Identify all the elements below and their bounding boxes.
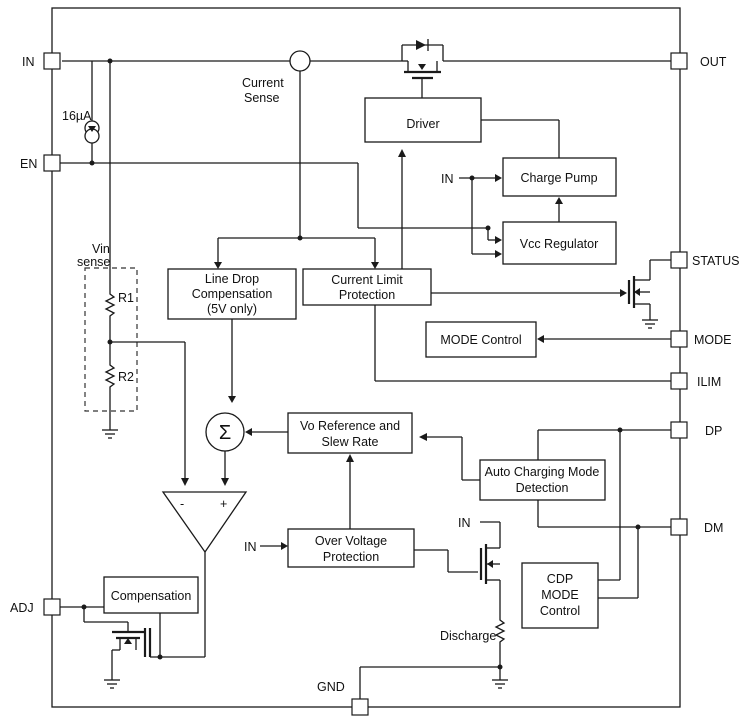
charge-pump-label: Charge Pump	[520, 171, 597, 185]
vin-sense-box	[84, 267, 138, 412]
discharge-mosfet	[479, 521, 501, 615]
error-amplifier	[161, 491, 248, 554]
pin-label-status: STATUS	[692, 254, 739, 268]
pin-dm	[670, 518, 688, 536]
cdp-label-1: CDP	[547, 572, 573, 586]
pin-dp	[670, 421, 688, 439]
pin-adj	[43, 598, 61, 616]
r2-label: R2	[118, 370, 134, 384]
driver-label: Driver	[406, 117, 439, 131]
ovp-label-2: Protection	[323, 550, 379, 564]
resistor-r2	[104, 342, 116, 430]
over-voltage-block	[287, 528, 415, 568]
sum-symbol: Σ	[219, 422, 231, 444]
vcc-regulator-label: Vcc Regulator	[520, 237, 599, 251]
r1-label: R1	[118, 291, 134, 305]
pin-mode	[670, 330, 688, 348]
current-limit-block	[302, 268, 432, 306]
cdp-mode-control-block	[521, 562, 599, 629]
pin-label-adj: ADJ	[10, 601, 34, 615]
amp-plus-label: +	[220, 497, 227, 511]
vin-sense-label-1: Vin	[92, 242, 110, 256]
pin-label-en: EN	[20, 157, 37, 171]
pin-gnd	[351, 698, 369, 716]
pin-en	[43, 154, 61, 172]
pin-out	[670, 52, 688, 70]
status-mosfet	[627, 259, 671, 329]
current-sense-label-1: Current	[242, 76, 284, 90]
driver-block	[364, 97, 482, 143]
current-limit-label-1: Current Limit	[331, 273, 403, 287]
auto-charging-label-1: Auto Charging Mode	[485, 465, 600, 479]
power-mosfet	[401, 39, 444, 98]
line-drop-label-3: (5V only)	[207, 302, 257, 316]
cdp-label-2: MODE	[541, 588, 579, 602]
cdp-label-3: Control	[540, 604, 580, 618]
vo-reference-block	[287, 412, 413, 454]
ovp-in-label: IN	[244, 540, 257, 554]
resistor-r1	[104, 290, 116, 342]
pin-label-in: IN	[22, 55, 35, 69]
current-sense-circle	[289, 50, 311, 72]
current-limit-label-2: Protection	[339, 288, 395, 302]
vo-ref-label-1: Vo Reference and	[300, 419, 400, 433]
adj-mosfet	[111, 630, 144, 680]
pin-label-gnd: GND	[317, 680, 345, 694]
vin-sense-label-2: sense	[77, 255, 110, 269]
charge-pump-in-label: IN	[441, 172, 454, 186]
pin-status	[670, 251, 688, 269]
pin-label-mode: MODE	[694, 333, 732, 347]
ovp-label-1: Over Voltage	[315, 534, 387, 548]
pin-label-ilim: ILIM	[697, 375, 721, 389]
charge-pump-block	[502, 157, 617, 197]
pin-ilim	[670, 372, 688, 390]
discharge-label: Discharge	[440, 629, 496, 643]
compensation-label: Compensation	[111, 589, 192, 603]
pin-in	[43, 52, 61, 70]
amp-minus-label: -	[180, 497, 184, 511]
pin-label-dm: DM	[704, 521, 723, 535]
mode-control-label: MODE Control	[440, 333, 521, 347]
pin-label-out: OUT	[700, 55, 727, 69]
line-drop-label-1: Line Drop	[205, 272, 259, 286]
pin-label-dp: DP	[705, 424, 722, 438]
line-drop-label-2: Compensation	[192, 287, 273, 301]
vo-ref-label-2: Slew Rate	[322, 435, 379, 449]
vcc-regulator-block	[502, 221, 617, 265]
discharge-resistor	[494, 615, 506, 680]
current-sense-label-2: Sense	[244, 91, 279, 105]
auto-charging-block	[479, 459, 606, 501]
auto-charging-label-2: Detection	[516, 481, 569, 495]
current-source-label: 16µA	[62, 109, 92, 123]
discharge-in-label: IN	[458, 516, 471, 530]
mode-control-block	[425, 321, 537, 358]
compensation-block	[103, 576, 199, 614]
